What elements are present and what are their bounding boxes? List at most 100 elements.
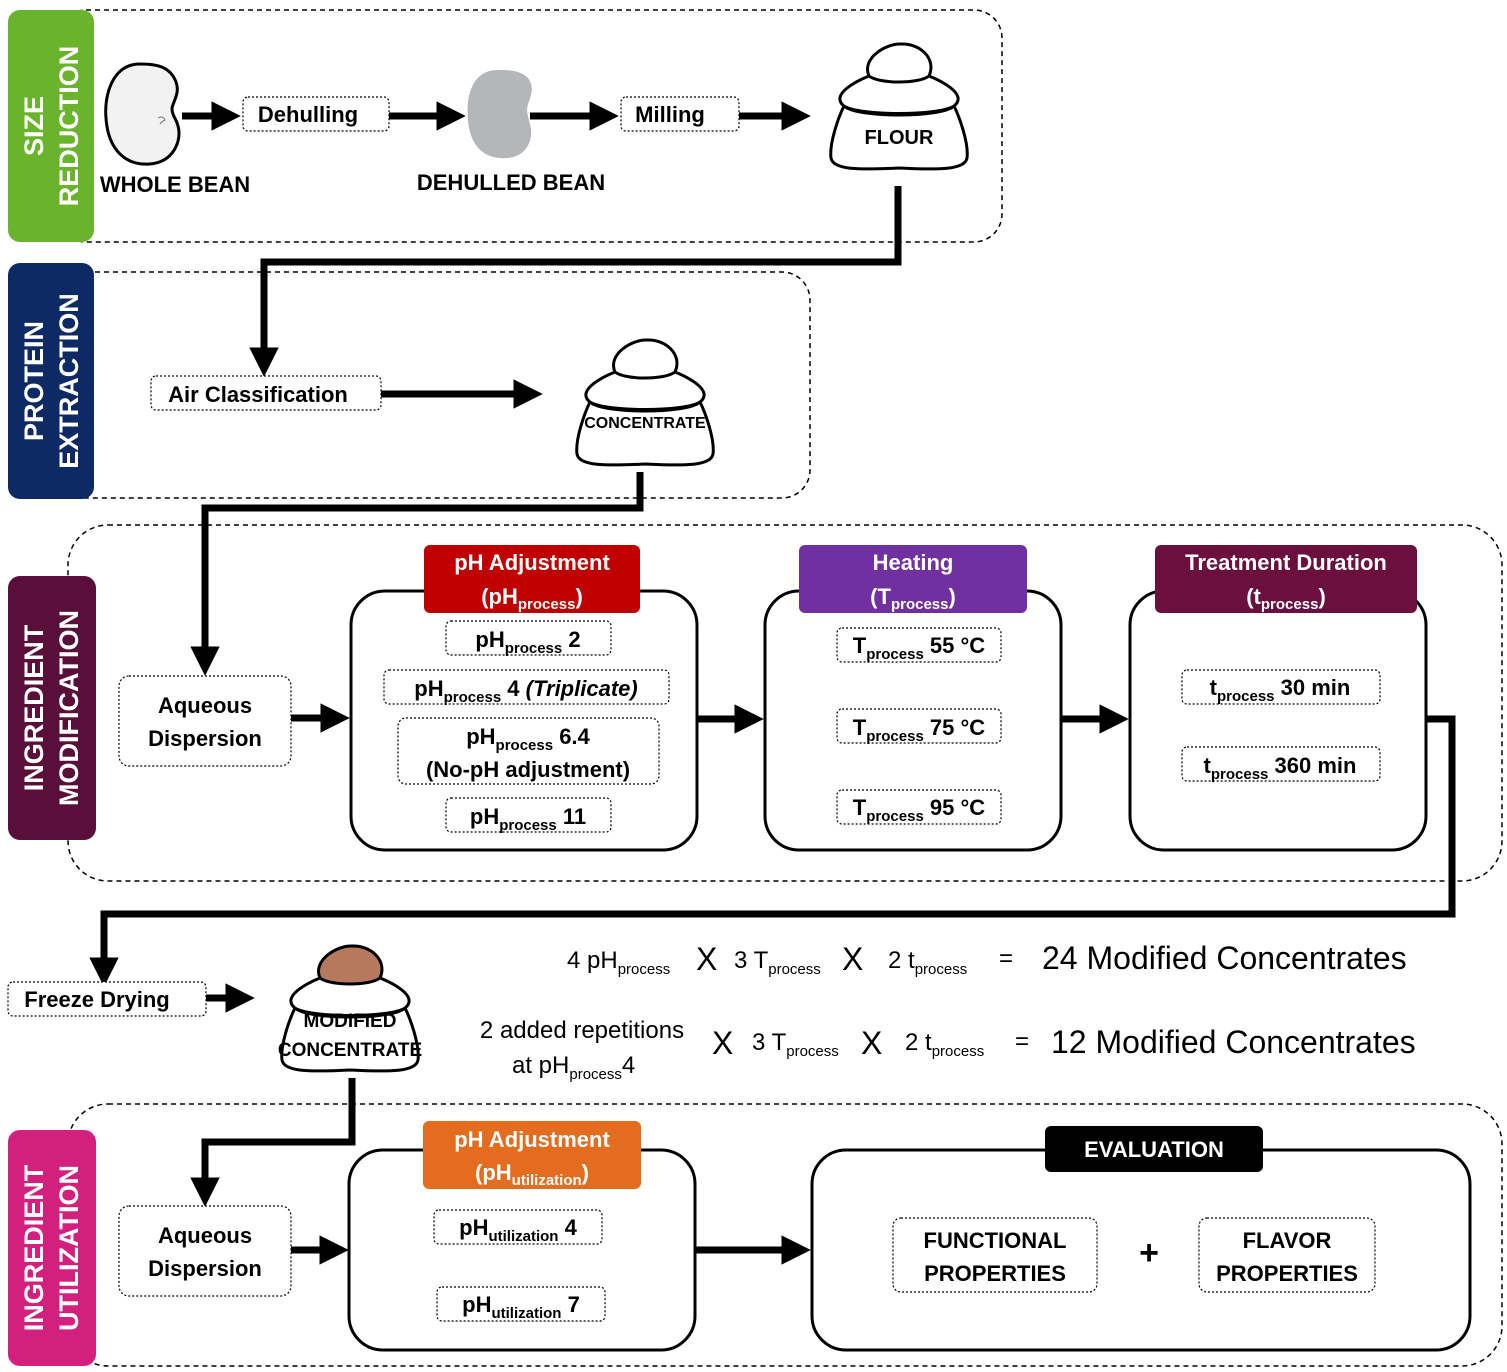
option-box <box>383 669 670 705</box>
svg-text:X: X <box>842 941 863 977</box>
svg-text:X: X <box>861 1025 882 1061</box>
option-box <box>433 1209 603 1245</box>
svg-text:SIZE: SIZE <box>19 96 49 156</box>
aqueous-dispersion-label: Aqueous <box>158 693 252 718</box>
duration-option-30: tprocess 30 min <box>1210 675 1351 705</box>
plus-sign: + <box>1139 1234 1159 1272</box>
svg-text:3 Tprocess: 3 Tprocess <box>752 1029 839 1060</box>
whole-bean-label: WHOLE BEAN <box>100 172 250 197</box>
modified-concentrate-label: MODIFIED <box>304 1011 397 1032</box>
svg-text:EXTRACTION: EXTRACTION <box>54 293 84 469</box>
stage-label-ingredient-utilization: INGREDIENT UTILIZATION <box>8 1130 96 1366</box>
air-classification-step-box <box>150 375 382 411</box>
whole-bean-icon <box>104 62 181 166</box>
flour-label: FLOUR <box>865 127 934 149</box>
temperature-option-95: Tprocess 95 °C <box>853 795 985 825</box>
flavor-properties-label: PROPERTIES <box>1216 1261 1358 1286</box>
equation-24: 4 pHprocess X 3 Tprocess X 2 tprocess = … <box>567 940 1407 978</box>
svg-text:2 added repetitions: 2 added repetitions <box>480 1017 684 1044</box>
concentrate-sack-icon <box>575 338 715 467</box>
svg-text:X: X <box>696 941 717 977</box>
stage-label-protein-extraction: PROTEIN EXTRACTION <box>8 263 94 499</box>
functional-properties-box <box>892 1217 1098 1293</box>
svg-text:UTILIZATION: UTILIZATION <box>54 1165 84 1331</box>
svg-text:X: X <box>712 1025 733 1061</box>
flavor-properties-box <box>1198 1217 1376 1293</box>
ph-option-4: pHprocess 4 (Triplicate) <box>414 676 637 706</box>
dehulling-step-box <box>242 96 390 132</box>
svg-text:2 tprocess: 2 tprocess <box>888 947 967 978</box>
aqueous-dispersion-box <box>118 1205 292 1297</box>
dehulling-label: Dehulling <box>258 102 358 127</box>
option-box <box>445 797 612 833</box>
aqueous-dispersion-label: Dispersion <box>148 1256 262 1281</box>
option-box <box>445 620 612 656</box>
heating-parameter: (Tprocess) <box>870 584 956 613</box>
flour-sack-icon <box>829 42 969 171</box>
svg-text:PROTEIN: PROTEIN <box>19 321 49 441</box>
svg-text:INGREDIENT: INGREDIENT <box>19 1164 49 1331</box>
svg-text:=: = <box>1015 1028 1029 1055</box>
concentrate-label: CONCENTRATE <box>584 415 706 432</box>
svg-text:2 tprocess: 2 tprocess <box>905 1029 984 1060</box>
heating-header <box>799 545 1027 613</box>
option-box <box>1181 669 1381 705</box>
ph-adjustment-title: pH Adjustment <box>454 550 610 575</box>
connector-arrow <box>190 1078 356 1207</box>
ingredient-modification-frame <box>67 524 1503 882</box>
milling-label: Milling <box>635 102 705 127</box>
ph-utilization-parameter: (pHutilization) <box>475 1160 589 1189</box>
option-box <box>836 789 1002 825</box>
ph-option-6-4: pHprocess 6.4 <box>466 724 590 754</box>
stage-label-ingredient-modification: INGREDIENT MODIFICATION <box>8 576 96 840</box>
ph-adjustment-parameter: (pHprocess) <box>481 584 583 613</box>
svg-text:=: = <box>999 945 1013 972</box>
ph-utilization-header <box>423 1121 641 1189</box>
ph-option-11: pHprocess 11 <box>470 804 586 834</box>
svg-text:24 Modified Concentrates: 24 Modified Concentrates <box>1042 940 1407 976</box>
option-box <box>836 708 1002 744</box>
freeze-drying-step-box <box>7 981 207 1017</box>
connector-arrow <box>249 186 902 377</box>
treatment-duration-panel <box>1128 589 1428 852</box>
equation-12: 2 added repetitions at pHprocess4 X 3 Tp… <box>480 1017 1416 1083</box>
flavor-properties-label: FLAVOR <box>1243 1228 1332 1253</box>
freeze-drying-label: Freeze Drying <box>24 987 170 1012</box>
temperature-option-75: Tprocess 75 °C <box>853 715 985 745</box>
ph-utilization-option-4: pHutilization 4 <box>459 1215 577 1245</box>
ph-option-6-4-note: (No-pH adjustment) <box>426 757 630 782</box>
aqueous-dispersion-label: Aqueous <box>158 1223 252 1248</box>
ph-utilization-title: pH Adjustment <box>454 1127 610 1152</box>
ph-option-2: pHprocess 2 <box>475 627 580 657</box>
heating-title: Heating <box>873 550 954 575</box>
svg-text:INGREDIENT: INGREDIENT <box>19 624 49 791</box>
svg-text:3 Tprocess: 3 Tprocess <box>734 947 821 978</box>
option-box <box>836 627 1002 663</box>
option-box <box>1181 746 1381 782</box>
duration-option-360: tprocess 360 min <box>1204 753 1357 783</box>
option-box <box>436 1286 606 1322</box>
ph-adjustment-header <box>424 545 640 613</box>
svg-text:at pHprocess4: at pHprocess4 <box>512 1052 635 1083</box>
dehulled-bean-icon <box>467 70 532 159</box>
air-classification-label: Air Classification <box>168 382 348 407</box>
evaluation-title: EVALUATION <box>1084 1137 1224 1162</box>
svg-text:MODIFICATION: MODIFICATION <box>54 610 84 806</box>
functional-properties-label: PROPERTIES <box>924 1261 1066 1286</box>
option-box <box>397 717 660 785</box>
svg-text:12 Modified Concentrates: 12 Modified Concentrates <box>1051 1024 1416 1060</box>
stage-label-size-reduction: SIZE REDUCTION <box>8 10 94 242</box>
temperature-option-55: Tprocess 55 °C <box>853 633 985 663</box>
aqueous-dispersion-box <box>118 675 292 767</box>
milling-step-box <box>620 96 740 132</box>
treatment-duration-parameter: (tprocess) <box>1246 584 1326 613</box>
svg-text:REDUCTION: REDUCTION <box>54 46 84 207</box>
ph-utilization-option-7: pHutilization 7 <box>462 1292 580 1322</box>
svg-text:4 pHprocess: 4 pHprocess <box>567 947 670 978</box>
modified-concentrate-label: CONCENTRATE <box>278 1040 422 1061</box>
connector-arrow <box>89 715 1456 987</box>
aqueous-dispersion-label: Dispersion <box>148 726 262 751</box>
treatment-duration-header <box>1155 545 1417 613</box>
dehulled-bean-label: DEHULLED BEAN <box>417 170 605 195</box>
